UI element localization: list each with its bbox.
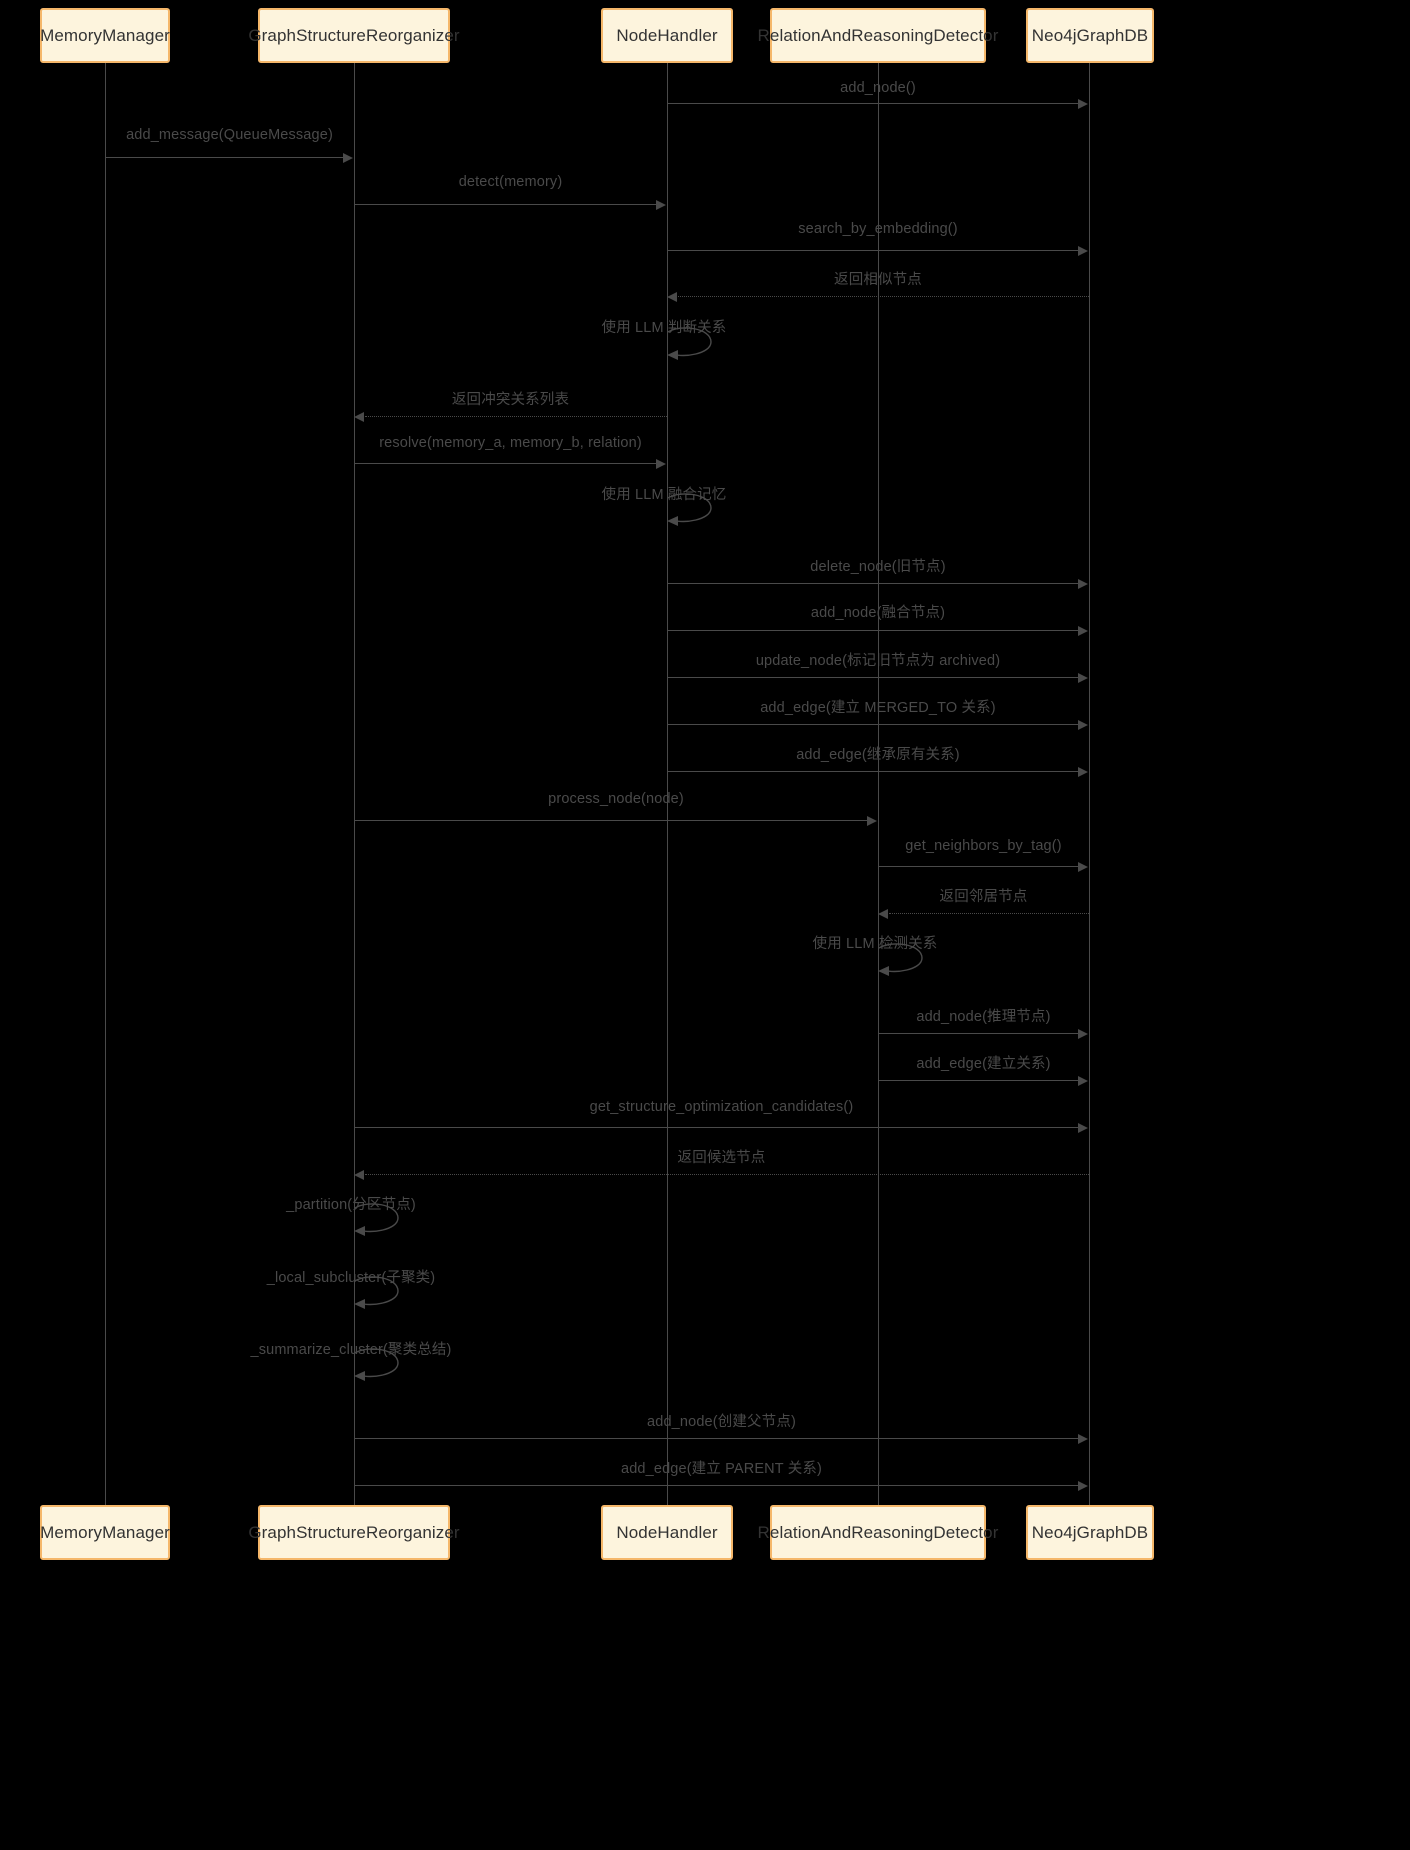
lifeline-db [1089, 63, 1090, 1505]
message-arrow [667, 677, 1078, 678]
message-arrow [667, 771, 1078, 772]
message-arrow [354, 463, 656, 464]
lifeline-mm [105, 63, 106, 1505]
message-label: get_structure_optimization_candidates() [589, 1099, 854, 1115]
message-arrow [678, 296, 1089, 297]
arrow-head [1078, 98, 1088, 109]
arrow-head [343, 152, 353, 163]
message-label: add_node(创建父节点) [647, 1414, 796, 1430]
lifeline-rrd [878, 63, 879, 1505]
message-label: add_edge(建立 MERGED_TO 关系) [760, 700, 996, 716]
arrow-head [656, 199, 666, 210]
message-arrow [667, 583, 1078, 584]
message-arrow [354, 820, 867, 821]
arrow-head [1078, 1480, 1088, 1491]
message-arrow [365, 416, 667, 417]
arrow-head [1078, 1122, 1088, 1133]
actor-db-top[interactable]: Neo4jGraphDB [1026, 8, 1154, 63]
actor-mm-top[interactable]: MemoryManager [40, 8, 170, 63]
message-arrow [878, 1033, 1078, 1034]
actor-gsr-top[interactable]: GraphStructureReorganizer [248, 8, 460, 63]
message-label: add_edge(建立 PARENT 关系) [620, 1461, 823, 1477]
message-label: 使用 LLM 检测关系 [812, 936, 938, 952]
message-arrow [354, 204, 656, 205]
message-label: add_edge(建立关系) [916, 1056, 1051, 1072]
message-label: 使用 LLM 判断关系 [601, 320, 727, 336]
message-label: 返回邻居节点 [939, 889, 1028, 905]
arrow-head [1078, 861, 1088, 872]
message-label: _summarize_cluster(聚类总结) [250, 1342, 452, 1358]
message-label: _partition(分区节点) [286, 1197, 416, 1213]
message-arrow [667, 250, 1078, 251]
message-label: 使用 LLM 融合记忆 [601, 487, 727, 503]
arrow-head [1078, 1028, 1088, 1039]
message-label: add_edge(继承原有关系) [796, 747, 960, 763]
arrow-head [1078, 1433, 1088, 1444]
message-arrow [365, 1174, 1089, 1175]
message-arrow [105, 157, 343, 158]
arrow-head [1078, 245, 1088, 256]
arrow-head [354, 411, 364, 422]
arrow-head [1078, 719, 1088, 730]
arrow-head [1078, 578, 1088, 589]
actor-rrd-bottom[interactable]: RelationAndReasoningDetector [758, 1505, 998, 1560]
message-label: 返回相似节点 [834, 272, 922, 288]
message-arrow [667, 103, 1078, 104]
arrow-head [656, 458, 666, 469]
message-label: update_node(标记旧节点为 archived) [755, 653, 1001, 669]
message-label: search_by_embedding() [798, 221, 958, 237]
message-arrow [667, 630, 1078, 631]
message-label: 返回冲突关系列表 [451, 392, 570, 408]
message-arrow [354, 1438, 1078, 1439]
message-label: delete_node(旧节点) [810, 559, 946, 575]
arrow-head [1078, 766, 1088, 777]
self-loop [354, 1348, 399, 1381]
self-loop [354, 1203, 399, 1236]
actor-rrd-top[interactable]: RelationAndReasoningDetector [758, 8, 998, 63]
self-loop [667, 493, 712, 526]
message-arrow [667, 724, 1078, 725]
actor-nh-top[interactable]: NodeHandler [601, 8, 733, 63]
message-arrow [889, 913, 1089, 914]
message-label: get_neighbors_by_tag() [905, 838, 1062, 854]
self-loop [878, 943, 923, 976]
message-label: add_node(融合节点) [810, 605, 946, 621]
arrow-head [667, 291, 677, 302]
actor-nh-bottom[interactable]: NodeHandler [601, 1505, 733, 1560]
arrow-head [1078, 1075, 1088, 1086]
arrow-head [1078, 672, 1088, 683]
self-loop [354, 1276, 399, 1309]
lifeline-nh [667, 63, 668, 1505]
actor-db-bottom[interactable]: Neo4jGraphDB [1026, 1505, 1154, 1560]
arrow-head [1078, 625, 1088, 636]
message-label: resolve(memory_a, memory_b, relation) [379, 435, 642, 451]
self-loop [667, 327, 712, 360]
lifeline-gsr [354, 63, 355, 1505]
actor-mm-bottom[interactable]: MemoryManager [40, 1505, 170, 1560]
arrow-head [354, 1169, 364, 1180]
actor-gsr-bottom[interactable]: GraphStructureReorganizer [248, 1505, 460, 1560]
arrow-head [878, 908, 888, 919]
message-label: detect(memory) [458, 174, 563, 190]
message-label: process_node(node) [548, 791, 684, 807]
message-arrow [354, 1127, 1078, 1128]
message-arrow [878, 866, 1078, 867]
message-label: add_message(QueueMessage) [126, 127, 333, 143]
message-arrow [878, 1080, 1078, 1081]
message-label: 返回候选节点 [677, 1150, 766, 1166]
message-label: add_node(推理节点) [916, 1009, 1051, 1025]
arrow-head [867, 815, 877, 826]
message-arrow [354, 1485, 1078, 1486]
message-label: add_node() [840, 80, 916, 96]
